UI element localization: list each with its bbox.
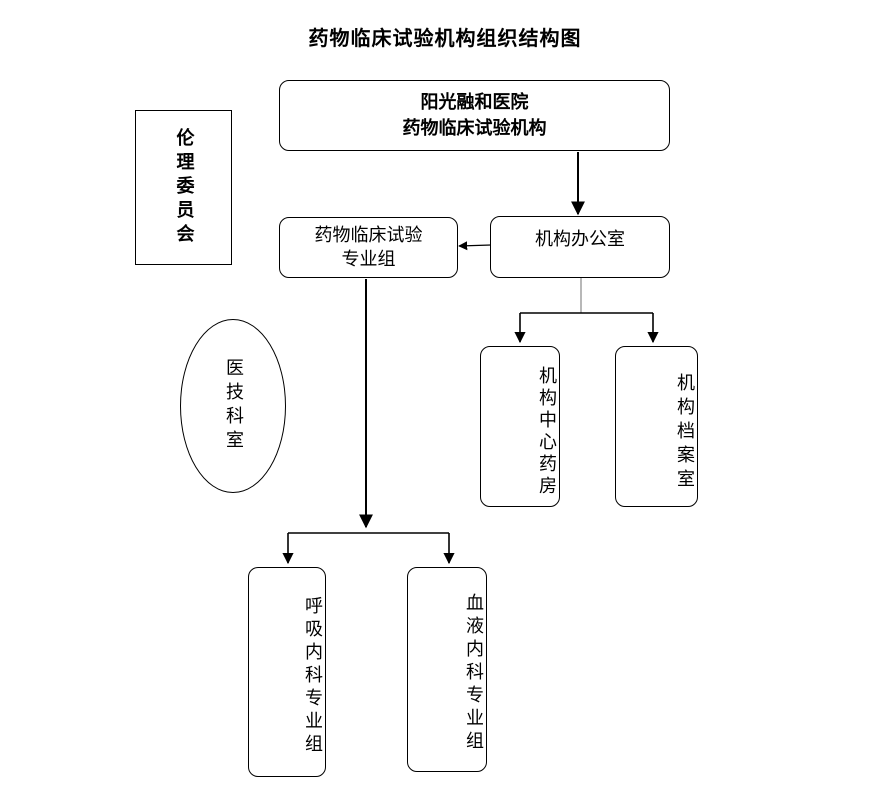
node-respiratory-group: 呼吸内科专业组 bbox=[248, 567, 326, 777]
node-archive-room: 机构档案室 bbox=[615, 346, 698, 507]
arrow-office-to-group bbox=[458, 241, 492, 251]
node-medtech-label: 医技科室 bbox=[223, 358, 244, 454]
node-pharmacy-label: 机构中心药房 bbox=[536, 365, 557, 498]
node-hospital-name: 阳光融和医院 bbox=[420, 91, 529, 113]
node-specialty-line1: 药物临床试验 bbox=[314, 224, 423, 246]
node-archive-label: 机构档案室 bbox=[674, 372, 695, 493]
node-central-pharmacy: 机构中心药房 bbox=[480, 346, 560, 507]
node-ethics-label: 伦理委员会 bbox=[173, 127, 195, 248]
node-respiratory-label: 呼吸内科专业组 bbox=[302, 595, 323, 757]
node-office-label: 机构办公室 bbox=[535, 229, 625, 250]
node-hematology-group: 血液内科专业组 bbox=[407, 567, 487, 772]
node-hospital-institution: 阳光融和医院 药物临床试验机构 bbox=[279, 80, 670, 151]
node-medical-technology: 医技科室 bbox=[180, 319, 286, 493]
node-ethics-committee: 伦理委员会 bbox=[135, 110, 232, 265]
node-institution-name: 药物临床试验机构 bbox=[402, 117, 547, 139]
node-specialty-group: 药物临床试验 专业组 bbox=[279, 217, 458, 278]
node-institution-office: 机构办公室 bbox=[490, 216, 670, 278]
node-specialty-line2: 专业组 bbox=[341, 248, 396, 270]
node-hematology-label: 血液内科专业组 bbox=[463, 593, 484, 754]
diagram-title: 药物临床试验机构组织结构图 bbox=[308, 26, 582, 50]
